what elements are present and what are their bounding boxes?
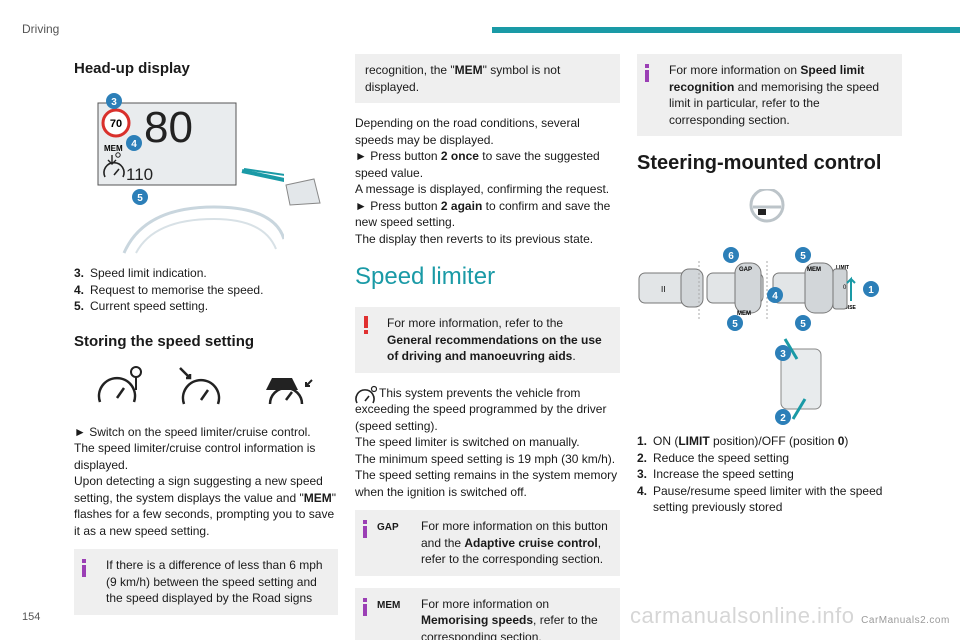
list-item: 3.Speed limit indication. [74,266,207,280]
column-1: Head-up display 70 80 MEM 110 3 4 5 [74,54,338,627]
callout-6: 6 [728,251,734,262]
paragraph: ► Press button 2 once to save the sugges… [355,149,600,180]
callout-5: 5 [800,319,806,330]
callout-4: 4 [772,291,778,302]
paragraph: Depending on the road conditions, severa… [355,116,580,147]
column-2: recognition, the "MEM" symbol is not dis… [355,54,620,640]
speed-limiter-icon [355,385,377,403]
control-legend: 1.ON (LIMIT position)/OFF (position 0) 2… [637,433,902,516]
list-item: 3.Increase the speed setting [637,467,794,481]
hud-illustration: 70 80 MEM 110 3 4 5 [84,89,321,257]
svg-text:0: 0 [843,285,847,291]
svg-text:II: II [661,285,665,294]
adaptive-cruise-icon [266,377,313,404]
limiter-description: This system prevents the vehicle from ex… [355,385,607,433]
paragraph: A message is displayed, confirming the r… [355,182,610,196]
list-item: 4.Request to memorise the speed. [74,282,264,297]
speed-limiter-icon [97,365,142,402]
page-number: 154 [22,611,41,623]
cruise-control-icon [179,366,221,404]
hud-drawing: 70 80 MEM 110 3 4 5 [97,93,313,254]
list-item: 2.Reduce the speed setting [637,450,790,465]
callout-4: 4 [131,139,137,150]
paragraph: The speed limiter is switched on manuall… [355,435,580,449]
mem-button-label: MEM [377,599,401,611]
gap-button-label: GAP [377,522,399,533]
paragraph: The speed limiter/cruise control informa… [74,441,316,472]
info-note: For more information on Speed limit reco… [637,54,902,136]
svg-text:GAP: GAP [739,267,752,273]
hud-legend: 3.Speed limit indication. 4.Request to m… [74,265,338,315]
hud-speed-value: 80 [144,103,193,152]
heading-head-up-display: Head-up display [74,60,190,77]
paragraph: The speed setting remains in the system … [355,468,618,499]
heading-storing-speed: Storing the speed setting [74,332,255,350]
list-item: 4.Pause/resume speed limiter with the sp… [637,483,883,515]
info-icon [363,597,367,616]
stalk-left: II [638,268,704,308]
hud-limit-value: 70 [110,118,122,130]
callout-5: 5 [800,251,806,262]
list-item: 5.Current speed setting. [74,299,209,313]
hud-combiner-glass [285,178,321,206]
stalk-right: MEM LIMIT CRUISE 0 [772,262,857,314]
callout-3: 3 [780,349,786,360]
paragraph: Upon detecting a sign suggesting a new s… [74,474,336,538]
steering-control-illustration: II GAP MEM MEM LIMIT CRUISE 0 [637,187,902,429]
info-icon [645,64,649,82]
warning-icon [364,316,368,334]
note-continuation: recognition, the "MEM" symbol is not dis… [355,54,620,103]
hud-mem-label: MEM [104,144,123,153]
section-title: Driving [22,22,60,36]
mem-info-note: MEM For more information on Memorising s… [355,587,620,640]
paragraph: The minimum speed setting is 19 mph (30 … [355,451,616,466]
callout-5: 5 [732,319,738,330]
svg-text:MEM: MEM [807,267,821,273]
header-accent-bar [492,27,960,33]
svg-text:MEM: MEM [737,311,751,317]
stalk-lower [780,338,822,420]
gap-info-note: GAP For more information on this button … [355,510,620,576]
paragraph: The display then reverts to its previous… [355,231,594,246]
info-note: If there is a difference of less than 6 … [74,549,338,615]
callout-3: 3 [111,97,117,108]
watermark: carmanualsonline.info CarManuals2.com [630,603,950,628]
info-icon [82,559,86,577]
column-3: For more information on Speed limit reco… [637,54,902,516]
svg-text:LIMIT: LIMIT [836,265,849,271]
callout-2: 2 [780,413,786,424]
steering-wheel-icon [749,187,785,223]
heading-speed-limiter: Speed limiter [355,263,496,290]
heading-steering-control: Steering-mounted control [637,152,882,174]
callout-5: 5 [137,193,143,204]
paragraph: ► Switch on the speed limiter/cruise con… [74,424,311,439]
paragraph: ► Press button 2 again to confirm and sa… [355,198,611,230]
info-icon [363,520,367,538]
list-item: 1.ON (LIMIT position)/OFF (position 0) [637,434,849,448]
callout-1: 1 [868,285,874,296]
warning-note: For more information, refer to the Gener… [355,307,620,373]
stalk-middle: GAP MEM [706,262,764,317]
speed-gauge-icon [103,161,125,178]
hud-speed-setting: 110 [126,165,153,184]
storing-icons-row [94,364,314,408]
steering-drawing: II GAP MEM MEM LIMIT CRUISE 0 [638,187,879,425]
